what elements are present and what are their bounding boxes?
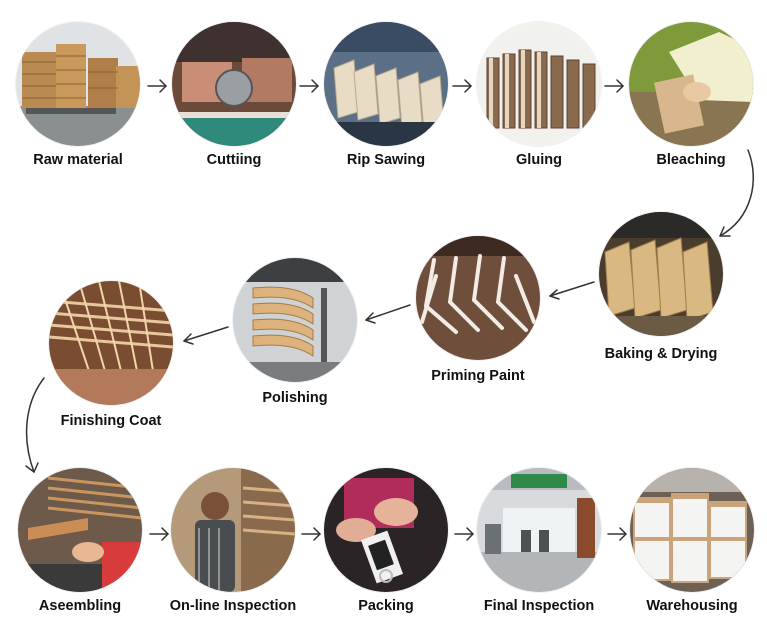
arrow-right-icon [150, 528, 168, 540]
arrow-right-icon [605, 80, 623, 92]
arrow-right-icon [300, 80, 318, 92]
arrow-curve-down-icon [26, 378, 44, 472]
arrow-left-icon [550, 282, 594, 299]
arrow-left-icon [366, 305, 410, 323]
arrow-right-icon [453, 80, 471, 92]
arrow-right-icon [148, 80, 166, 92]
arrow-right-icon [455, 528, 473, 540]
arrow-right-icon [608, 528, 626, 540]
arrow-right-icon [302, 528, 320, 540]
arrow-left-icon [184, 327, 228, 344]
arrow-curve-down-icon [720, 150, 753, 236]
